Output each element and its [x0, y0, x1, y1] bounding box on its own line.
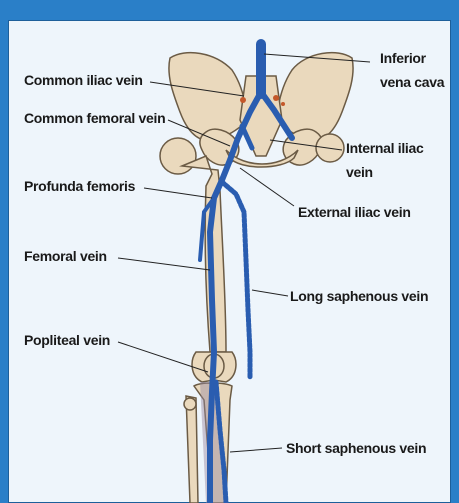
label-short-saphenous-vein: Short saphenous vein [286, 440, 426, 456]
label-inferior-vena-cava-line2: vena cava [380, 74, 444, 90]
label-internal-iliac-vein-line2: vein [346, 164, 373, 180]
label-femoral-vein: Femoral vein [24, 248, 107, 264]
label-internal-iliac-vein-line1: Internal iliac [346, 140, 424, 156]
label-popliteal-vein: Popliteal vein [24, 332, 110, 348]
label-common-femoral-vein: Common femoral vein [24, 110, 165, 126]
label-common-iliac-vein: Common iliac vein [24, 72, 143, 88]
label-inferior-vena-cava-line1: Inferior [380, 50, 426, 66]
label-long-saphenous-vein: Long saphenous vein [290, 288, 428, 304]
label-external-iliac-vein: External iliac vein [298, 204, 411, 220]
label-profunda-femoris: Profunda femoris [24, 178, 135, 194]
